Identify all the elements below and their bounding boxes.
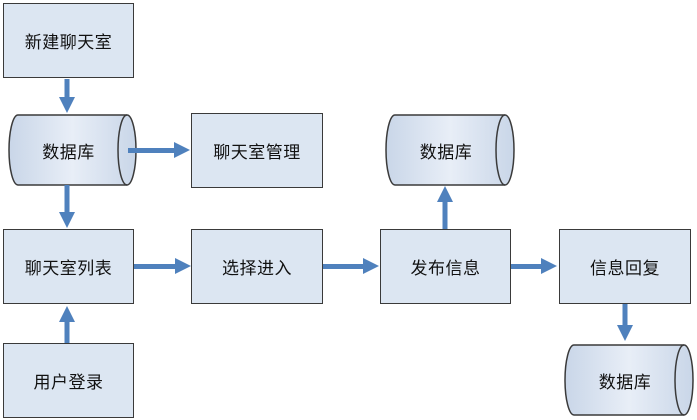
arrow-login-to-list [59,306,75,344]
publish-message-label: 发布信息 [410,259,481,279]
select-enter-label: 选择进入 [222,259,292,279]
arrow-publish-to-db [437,186,453,229]
database-cylinder-2 [385,114,515,186]
message-reply-box: 信息回复 [559,229,691,304]
user-login-label: 用户登录 [33,373,104,393]
user-login-box: 用户登录 [3,343,134,418]
arrow-reply-to-db [617,304,633,341]
publish-message-box: 发布信息 [380,229,511,304]
arrow-publish-to-reply [511,258,557,274]
database-cylinder-3 [564,344,694,416]
new-chatroom-box: 新建聊天室 [3,3,134,78]
arrow-db-to-list [59,185,75,228]
arrow-db-to-management [128,142,190,158]
database-label-2: 数据库 [419,142,473,163]
select-enter-box: 选择进入 [191,229,323,304]
database-cylinder-1 [8,114,137,186]
chatroom-list-box: 聊天室列表 [3,229,134,304]
arrow-list-to-select [134,258,191,274]
new-chatroom-label: 新建聊天室 [24,33,113,53]
message-reply-label: 信息回复 [590,259,660,279]
chatroom-list-label: 聊天室列表 [24,259,113,279]
chatroom-management-label: 聊天室管理 [213,143,301,163]
chatroom-management-box: 聊天室管理 [191,113,323,188]
arrow-new-to-db [59,79,75,113]
arrow-select-to-publish [322,258,379,274]
database-label-1: 数据库 [42,142,95,163]
database-label-3: 数据库 [598,372,652,393]
